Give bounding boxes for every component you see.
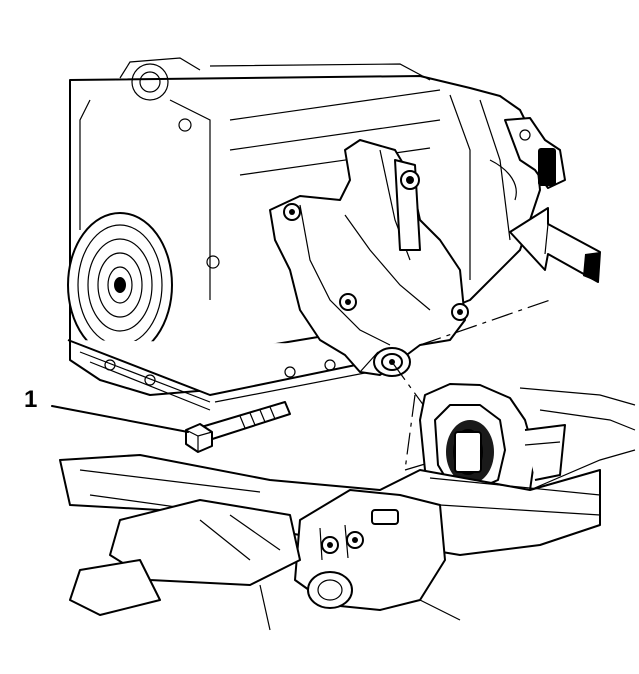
subframe [59,387,636,631]
mount-bracket [269,139,469,377]
torque-converter [67,212,173,358]
electrical-connector [489,117,566,201]
mount-bolt [185,401,291,453]
callout-leader-line [51,405,189,433]
callout-1-label: 1 [24,386,38,413]
direction-arrow-icon [509,207,601,283]
